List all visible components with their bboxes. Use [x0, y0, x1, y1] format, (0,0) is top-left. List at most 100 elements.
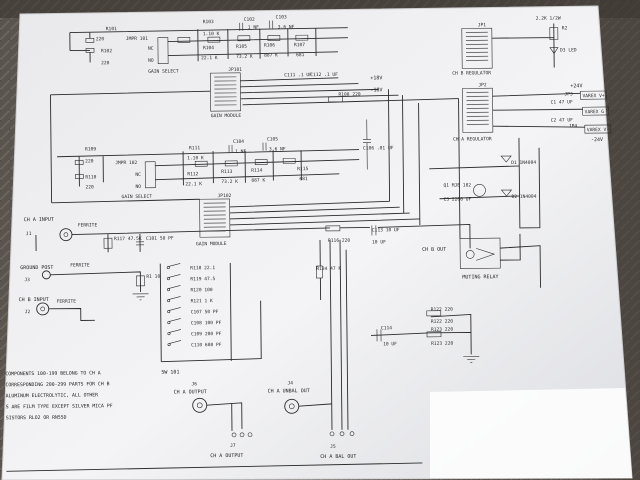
r110-ref: R110 [85, 174, 96, 180]
r113-ref: R113 [221, 169, 232, 175]
note-line-1: COMPONENTS 100-199 BELONG TO CH A [5, 370, 100, 377]
svg-text:NO: NO [148, 58, 154, 64]
j4-label: J4 [287, 380, 293, 386]
r106-val: 887 K [264, 52, 278, 58]
schematic: R101 220 R102 220 JMPR 101 NC NO GAIN SE… [5, 14, 612, 472]
r123-val: R123 220 [431, 341, 453, 347]
d3-label: D3 LED [560, 47, 577, 53]
r1-label: R1 10 [146, 274, 160, 280]
r111-ref: R111 [189, 145, 200, 151]
r122-val: R122 220 [431, 319, 453, 325]
r105-val: 73.2 K [236, 54, 253, 60]
note-line-3: ALUMINUM ELECTROLYTIC, ALL OTHER [6, 392, 99, 399]
ferrite-a: FERRITE [78, 222, 98, 228]
varex-v-minus: VAREX V- [587, 127, 609, 133]
r123-label: R123 220 [431, 327, 453, 333]
outputs: R134 47 K R122 220 R122 220 R123 220 R12… [174, 239, 480, 460]
jp1-label: JP1 [478, 22, 487, 28]
regulators: JP1 CH B REGULATOR JP2 CH A REGULATOR 2.… [387, 15, 612, 239]
jp101-label: JP101 [228, 67, 242, 73]
c101-label: C101 50 PF [146, 236, 174, 242]
c113-label: C113 10 UF [372, 227, 400, 233]
r101-val: 220 [96, 36, 105, 42]
jumper-a-label: JMPR 101 [126, 36, 148, 42]
r110-val: 220 [85, 184, 94, 190]
c1-label: C1 47 UF [551, 99, 573, 105]
ch-b-gain-network: R109 220 R110 220 JMPR 102 NC NO GAIN SE… [51, 119, 420, 247]
ferrite-gnd: FERRITE [70, 262, 90, 268]
sw-r118: R118 22.1 [190, 265, 215, 271]
c102-val: 1 NF [248, 25, 259, 31]
j6-label: J6 [191, 381, 197, 387]
jp3-label: JP3 [564, 91, 573, 97]
svg-text:NO: NO [135, 184, 141, 190]
sw-r120: R120 100 [190, 287, 212, 293]
gain-module-a: GAIN MODULE [211, 113, 242, 119]
c104-val: 1 NF [235, 149, 246, 155]
note-line-2: CORRESPONDING 200-299 PARTS FOR CH B [5, 381, 109, 388]
c103-val: 3.6 NF [278, 24, 295, 30]
c112-label: C112 .1 UF [310, 72, 338, 78]
gain-select-a: GAIN SELECT [148, 68, 179, 74]
jumper-b-label: JMPR 102 [115, 160, 137, 166]
r122-label: R122 220 [431, 307, 453, 313]
ch-b-regulator: CH B REGULATOR [452, 70, 491, 76]
r107-ref: R107 [294, 42, 305, 48]
j1-label: J1 [26, 231, 32, 237]
c103-ref: C103 [276, 14, 287, 20]
r2-label: R2 [562, 25, 568, 31]
r117-label: R117 47.5K [114, 236, 142, 242]
r104-val: 22.1 K [201, 55, 218, 61]
d2-label: D2 1N4004 [512, 194, 537, 200]
gain-module-b: GAIN MODULE [196, 241, 227, 247]
sw-c108: C108 100 PF [191, 320, 222, 326]
ground-post-label: GROUND POST [20, 265, 53, 271]
r107-val: 681 [296, 52, 305, 58]
r104-ref: R104 [203, 45, 214, 51]
inputs: CH A INPUT J1 FERRITE R117 47.5K C101 50… [19, 217, 541, 321]
sw-c110: C110 680 PF [191, 342, 222, 348]
note-line-4: S ARE FILM TYPE EXCEPT SILVER MICA PF [6, 403, 113, 410]
r115-val: 681 [299, 176, 308, 182]
r115-ref: R115 [297, 166, 308, 172]
c111-label: C111 .1 UF [284, 72, 312, 78]
r101-ref: R101 [106, 26, 117, 32]
c113-val: 10 UF [372, 239, 386, 245]
r112-ref: R112 [187, 171, 198, 177]
r102-val: 220 [101, 60, 110, 66]
jp2-label: JP2 [478, 82, 487, 88]
jp4-label: JP4 [569, 123, 578, 129]
c114-val: 10 UF [383, 341, 397, 347]
switch-bank: R118 22.1 R119 47.5 R120 100 R121 1 K C1… [159, 262, 262, 376]
c106-label: C106 .01 UF [363, 145, 394, 151]
ch-a-output-label: CH A OUTPUT [174, 389, 207, 395]
r109-val: 220 [85, 158, 94, 164]
v24-label: +24V [570, 83, 582, 89]
r116-label: R116 220 [328, 238, 350, 244]
ferrite-b: FERRITE [57, 299, 77, 305]
jp102-label: JP102 [218, 193, 232, 199]
note-line-5: SISTORS RLO2 OR RN55D [6, 415, 67, 422]
notes-block: COMPONENTS 100-199 BELONG TO CH A CORRES… [5, 370, 112, 421]
varex-g: VAREX G [585, 109, 605, 115]
r109-ref: R109 [85, 146, 96, 152]
j7-label: J7 [230, 443, 236, 449]
ch-a-input-label: CH A INPUT [24, 217, 54, 223]
r103-ref: R103 [203, 19, 214, 25]
muting-relay-label: MUTING RELAY [462, 274, 498, 280]
sw-r121: R121 1 K [191, 298, 213, 304]
ch-a-bal-label: CH A BAL OUT [320, 454, 356, 460]
ch-a-regulator: CH A REGULATOR [453, 136, 492, 142]
c105-ref: C105 [267, 136, 278, 142]
r114-val: 887 K [251, 178, 265, 184]
sw101-label: SW 101 [161, 369, 179, 375]
d1-label: D1 1N4004 [511, 160, 536, 166]
r114-ref: R114 [251, 168, 262, 174]
plus18-label: +18V [370, 75, 382, 81]
c2-label: C2 47 UF [551, 117, 573, 123]
r111-val: 1.10 K [187, 155, 204, 161]
ch-a-gain-network: R101 220 R102 220 JMPR 101 NC NO GAIN SE… [50, 14, 459, 203]
r134-label: R134 47 K [316, 266, 341, 272]
c104-ref: C104 [233, 139, 244, 145]
